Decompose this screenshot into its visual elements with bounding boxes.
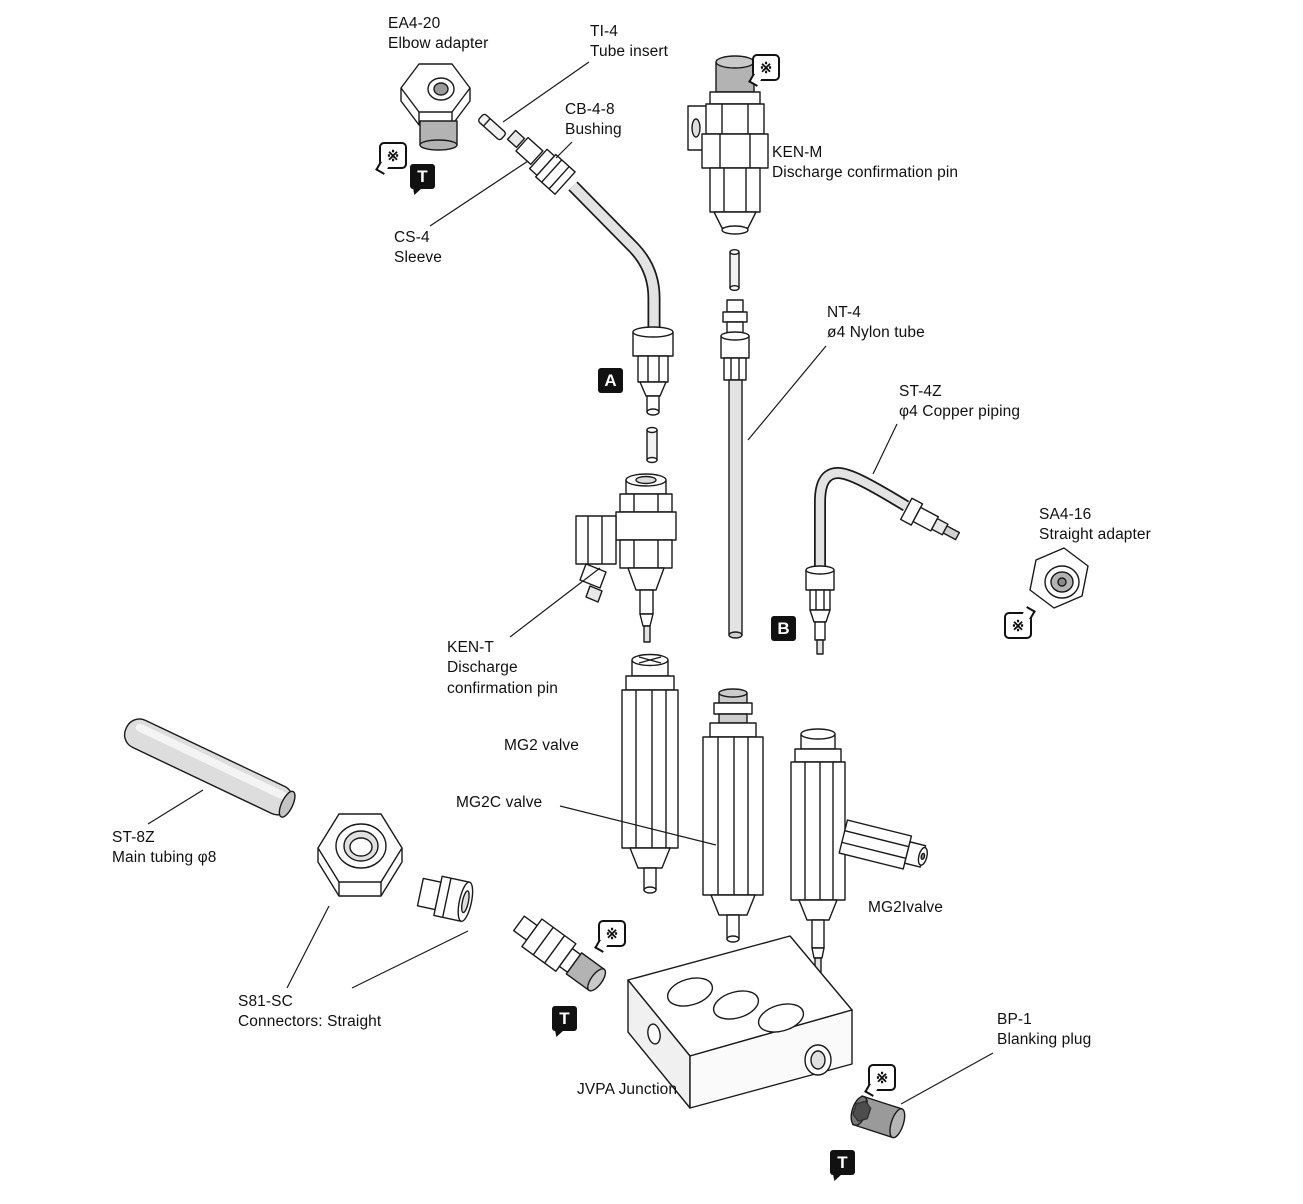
part-cs4-sleeve-cb48-bushing <box>506 129 576 195</box>
part-name: Sleeve <box>394 249 442 267</box>
label-s81-sc: S81-SC Connectors: Straight <box>238 992 381 1033</box>
note-symbol: ※ <box>759 59 773 77</box>
part-code: BP-1 <box>997 1011 1032 1028</box>
note-symbol: ※ <box>386 147 400 165</box>
part-small-pin <box>646 426 658 464</box>
marker-t-label: T <box>837 1152 848 1172</box>
part-code: ST-8Z <box>112 829 155 846</box>
part-junction-connector <box>512 915 607 992</box>
part-name: Bushing <box>565 121 622 139</box>
part-mg2i-valve <box>790 728 929 975</box>
part-ken-t <box>575 473 677 643</box>
label-st-8z: ST-8Z Main tubing φ8 <box>112 828 217 869</box>
part-ti-4-tube-insert <box>478 113 506 141</box>
label-mg2-valve: MG2 valve <box>504 736 579 756</box>
label-st-4z: ST-4Z φ4 Copper piping <box>899 382 1020 423</box>
part-code: KEN-T <box>447 639 494 656</box>
part-ea4-20-elbow-adapter <box>400 63 471 151</box>
part-code: NT-4 <box>827 304 861 321</box>
label-ken-m: KEN-M Discharge confirmation pin <box>772 143 958 184</box>
label-nt-4: NT-4 ø4 Nylon tube <box>827 303 925 344</box>
part-name: JVPA Junction <box>577 1081 678 1098</box>
part-fitting-a <box>632 326 674 416</box>
label-jvpa-junction: JVPA Junction <box>577 1080 677 1100</box>
marker-t-badge: T <box>830 1150 855 1175</box>
note-reference-mark: ※ <box>598 920 626 947</box>
marker-a-badge: A <box>598 368 623 393</box>
marker-t-badge: T <box>552 1006 577 1031</box>
marker-t-label: T <box>417 166 428 186</box>
part-name: MG2Ivalve <box>868 899 943 916</box>
part-name: Discharge confirmation pin <box>447 659 559 697</box>
part-bp1-blanking-plug <box>850 1095 906 1139</box>
part-code: S81-SC <box>238 993 293 1010</box>
label-ea4-20: EA4-20 Elbow adapter <box>388 14 488 55</box>
part-s81sc-connector <box>416 875 474 923</box>
part-st4z-copper-piping <box>805 467 961 655</box>
part-code: ST-4Z <box>899 383 942 400</box>
part-code: CS-4 <box>394 229 430 246</box>
label-ti-4: TI-4 Tube insert <box>590 22 668 63</box>
part-jvpa-junction <box>627 935 853 1109</box>
part-code: CB-4-8 <box>565 101 615 118</box>
part-small-pin <box>729 248 740 292</box>
part-code: SA4-16 <box>1039 506 1092 523</box>
part-code: EA4-20 <box>388 15 441 32</box>
label-sa4-16: SA4-16 Straight adapter <box>1039 505 1151 546</box>
note-symbol: ※ <box>1011 617 1025 635</box>
marker-b-label: B <box>777 618 790 638</box>
note-reference-mark: ※ <box>868 1064 896 1091</box>
label-bp-1: BP-1 Blanking plug <box>997 1010 1091 1051</box>
note-symbol: ※ <box>875 1069 889 1087</box>
part-name: φ4 Copper piping <box>899 403 1021 421</box>
part-name: Elbow adapter <box>388 35 489 53</box>
label-mg2c-valve: MG2C valve <box>456 793 542 813</box>
part-code: KEN-M <box>772 144 823 161</box>
part-name: Connectors: Straight <box>238 1013 382 1031</box>
note-reference-mark: ※ <box>1004 612 1032 639</box>
part-name: ø4 Nylon tube <box>827 324 925 342</box>
marker-t-label: T <box>559 1008 570 1028</box>
part-sa4-16-straight-adapter <box>1029 547 1089 609</box>
part-name: Main tubing φ8 <box>112 849 217 867</box>
part-code: TI-4 <box>590 23 618 40</box>
label-cs-4: CS-4 Sleeve <box>394 228 442 269</box>
part-mg2-valve <box>621 653 679 894</box>
part-name: MG2 valve <box>504 737 579 754</box>
part-mg2c-valve <box>702 688 764 943</box>
part-name: MG2C valve <box>456 794 543 811</box>
note-reference-mark: ※ <box>379 142 407 169</box>
part-name: Blanking plug <box>997 1031 1092 1049</box>
part-ken-m <box>687 55 769 235</box>
part-name: Tube insert <box>590 43 669 61</box>
marker-a-label: A <box>604 370 617 390</box>
note-reference-mark: ※ <box>752 54 780 81</box>
part-st8z-main-tubing <box>123 718 296 818</box>
label-ken-t: KEN-T Discharge confirmation pin <box>447 638 587 699</box>
part-name: Straight adapter <box>1039 526 1151 544</box>
marker-b-badge: B <box>771 616 796 641</box>
label-mg2i-valve: MG2Ivalve <box>868 898 943 918</box>
marker-t-badge: T <box>410 164 435 189</box>
part-name: Discharge confirmation pin <box>772 164 959 182</box>
leader-lines <box>147 61 994 1105</box>
label-cb-4-8: CB-4-8 Bushing <box>565 100 622 141</box>
part-s81sc-hex-nut <box>317 813 403 897</box>
part-bent-tube <box>568 181 661 330</box>
note-symbol: ※ <box>605 925 619 943</box>
part-nt4-nylon-tube <box>720 299 750 639</box>
